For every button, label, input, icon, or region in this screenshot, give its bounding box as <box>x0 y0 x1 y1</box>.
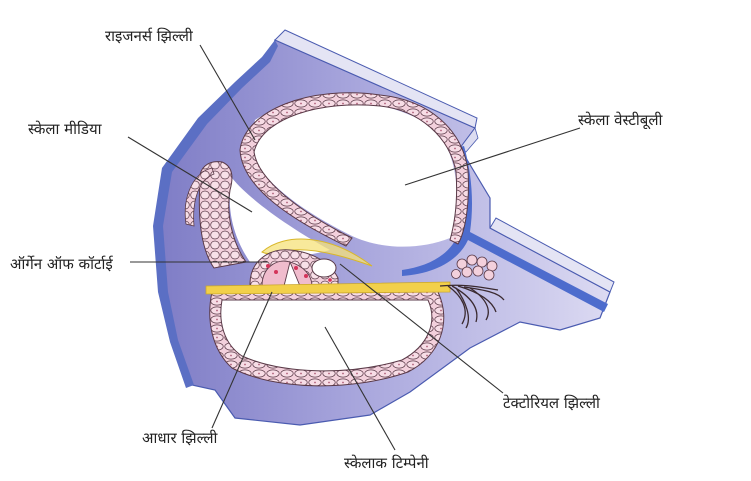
organ-of-corti <box>249 249 339 289</box>
leader-basilar <box>211 291 273 429</box>
leader-vestibuli <box>404 127 581 186</box>
leader-tympani <box>324 326 396 451</box>
right-strip <box>489 217 615 293</box>
scala-tympani-lining <box>209 291 445 387</box>
label-scala-media: स्केला मीडिया <box>28 120 102 138</box>
reissner-membrane-cells <box>239 92 469 247</box>
leader-reissner <box>199 44 256 141</box>
nerve-fibers <box>439 284 505 329</box>
basilar-membrane <box>205 281 451 295</box>
label-organ-of-corti: ऑर्गेन ऑफ कॉर्टाई <box>10 255 113 273</box>
top-strip <box>274 29 478 129</box>
leader-media <box>127 136 253 213</box>
label-basilar-membrane: आधार झिल्ली <box>142 429 218 447</box>
label-scala-tympani: स्केलाक टिम्पेनी <box>344 454 429 472</box>
scala-tympani-lumen <box>219 296 437 377</box>
stria-strip <box>184 167 215 227</box>
label-scala-vestibuli: स्केला वेस्टीबूली <box>578 111 663 129</box>
spiral-ganglion <box>451 254 498 281</box>
blue-channel <box>402 146 608 312</box>
leader-tectorial <box>339 263 504 394</box>
label-reissner-membrane: राइजनर्स झिल्ली <box>105 27 193 45</box>
label-tectorial-membrane: टेक्टोरियल झिल्ली <box>503 394 600 412</box>
scala-vestibuli-lumen <box>250 99 457 247</box>
outer-wall <box>153 40 278 388</box>
